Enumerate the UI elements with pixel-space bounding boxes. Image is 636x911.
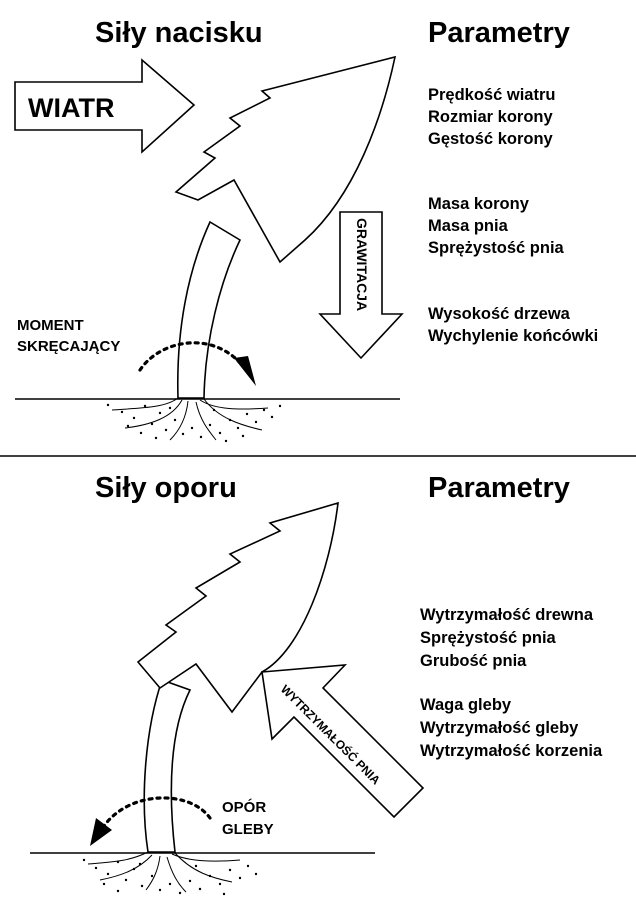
param-soil-weight: Waga gleby — [420, 696, 512, 714]
bottom-tree-roots — [87, 851, 241, 893]
soil-label-line2: GLEBY — [222, 821, 274, 838]
param-trunk-elasticity-b: Sprężystość pnia — [420, 629, 557, 647]
bottom-panel-title: Siły oporu — [95, 472, 237, 504]
trunk-strength-arrow-shape — [261, 664, 425, 819]
gravity-label: GRAWITACJA — [354, 218, 370, 311]
bottom-params-list: Wytrzymałość drewna Sprężystość pnia Gru… — [420, 606, 603, 760]
bottom-soil-speckles — [82, 858, 258, 896]
bottom-torque-dashes — [102, 796, 212, 828]
top-params-list: Prędkość wiatru Rozmiar korony Gęstość k… — [428, 86, 598, 345]
top-tree-trunk — [176, 220, 242, 399]
top-torque-arrow — [138, 341, 256, 386]
top-soil-speckles — [106, 403, 282, 443]
bottom-tree-crown — [136, 501, 339, 714]
top-torque-dashes — [138, 341, 244, 372]
param-crown-mass: Masa korony — [428, 195, 530, 213]
soil-label-line1: OPÓR — [222, 798, 266, 816]
param-tip-deflection: Wychylenie końcówki — [428, 327, 598, 345]
param-wood-strength: Wytrzymałość drewna — [420, 606, 594, 624]
param-crown-size: Rozmiar korony — [428, 108, 554, 126]
bottom-params-title: Parametry — [428, 472, 570, 504]
bottom-tree-trunk — [143, 678, 192, 853]
param-wind-speed: Prędkość wiatru — [428, 86, 555, 104]
bottom-torque-arrowhead — [90, 818, 112, 846]
top-panel: Siły nacisku Parametry WIATR — [14, 17, 598, 443]
param-trunk-thickness: Grubość pnia — [420, 652, 527, 670]
top-tree-crown — [174, 55, 397, 264]
top-tree-roots — [111, 397, 269, 441]
param-crown-density: Gęstość korony — [428, 130, 554, 148]
top-tree — [111, 55, 397, 441]
wind-label: WIATR — [28, 93, 114, 123]
bottom-torque-arrow — [90, 796, 212, 846]
wind-arrow: WIATR — [14, 58, 196, 154]
gravity-arrow: GRAWITACJA — [318, 211, 404, 360]
trunk-strength-arrow: WYTRZYMAŁOŚĆ PNIA — [261, 664, 425, 819]
bottom-panel: Siły oporu Parametry — [30, 472, 603, 896]
param-trunk-mass: Masa pnia — [428, 217, 509, 235]
param-trunk-elasticity: Sprężystość pnia — [428, 239, 565, 257]
wind-arrow-shape — [14, 58, 196, 154]
top-params-title: Parametry — [428, 17, 570, 49]
bottom-tree — [87, 501, 339, 893]
top-panel-title: Siły nacisku — [95, 17, 263, 49]
top-torque-arrowhead — [234, 356, 256, 386]
gravity-arrow-shape — [318, 211, 404, 360]
moment-label-line1: MOMENT — [17, 317, 84, 334]
param-tree-height: Wysokość drzewa — [428, 305, 571, 323]
param-soil-strength: Wytrzymałość gleby — [420, 719, 579, 737]
param-root-strength: Wytrzymałość korzenia — [420, 742, 603, 760]
moment-label-line2: SKRĘCAJĄCY — [17, 338, 120, 355]
